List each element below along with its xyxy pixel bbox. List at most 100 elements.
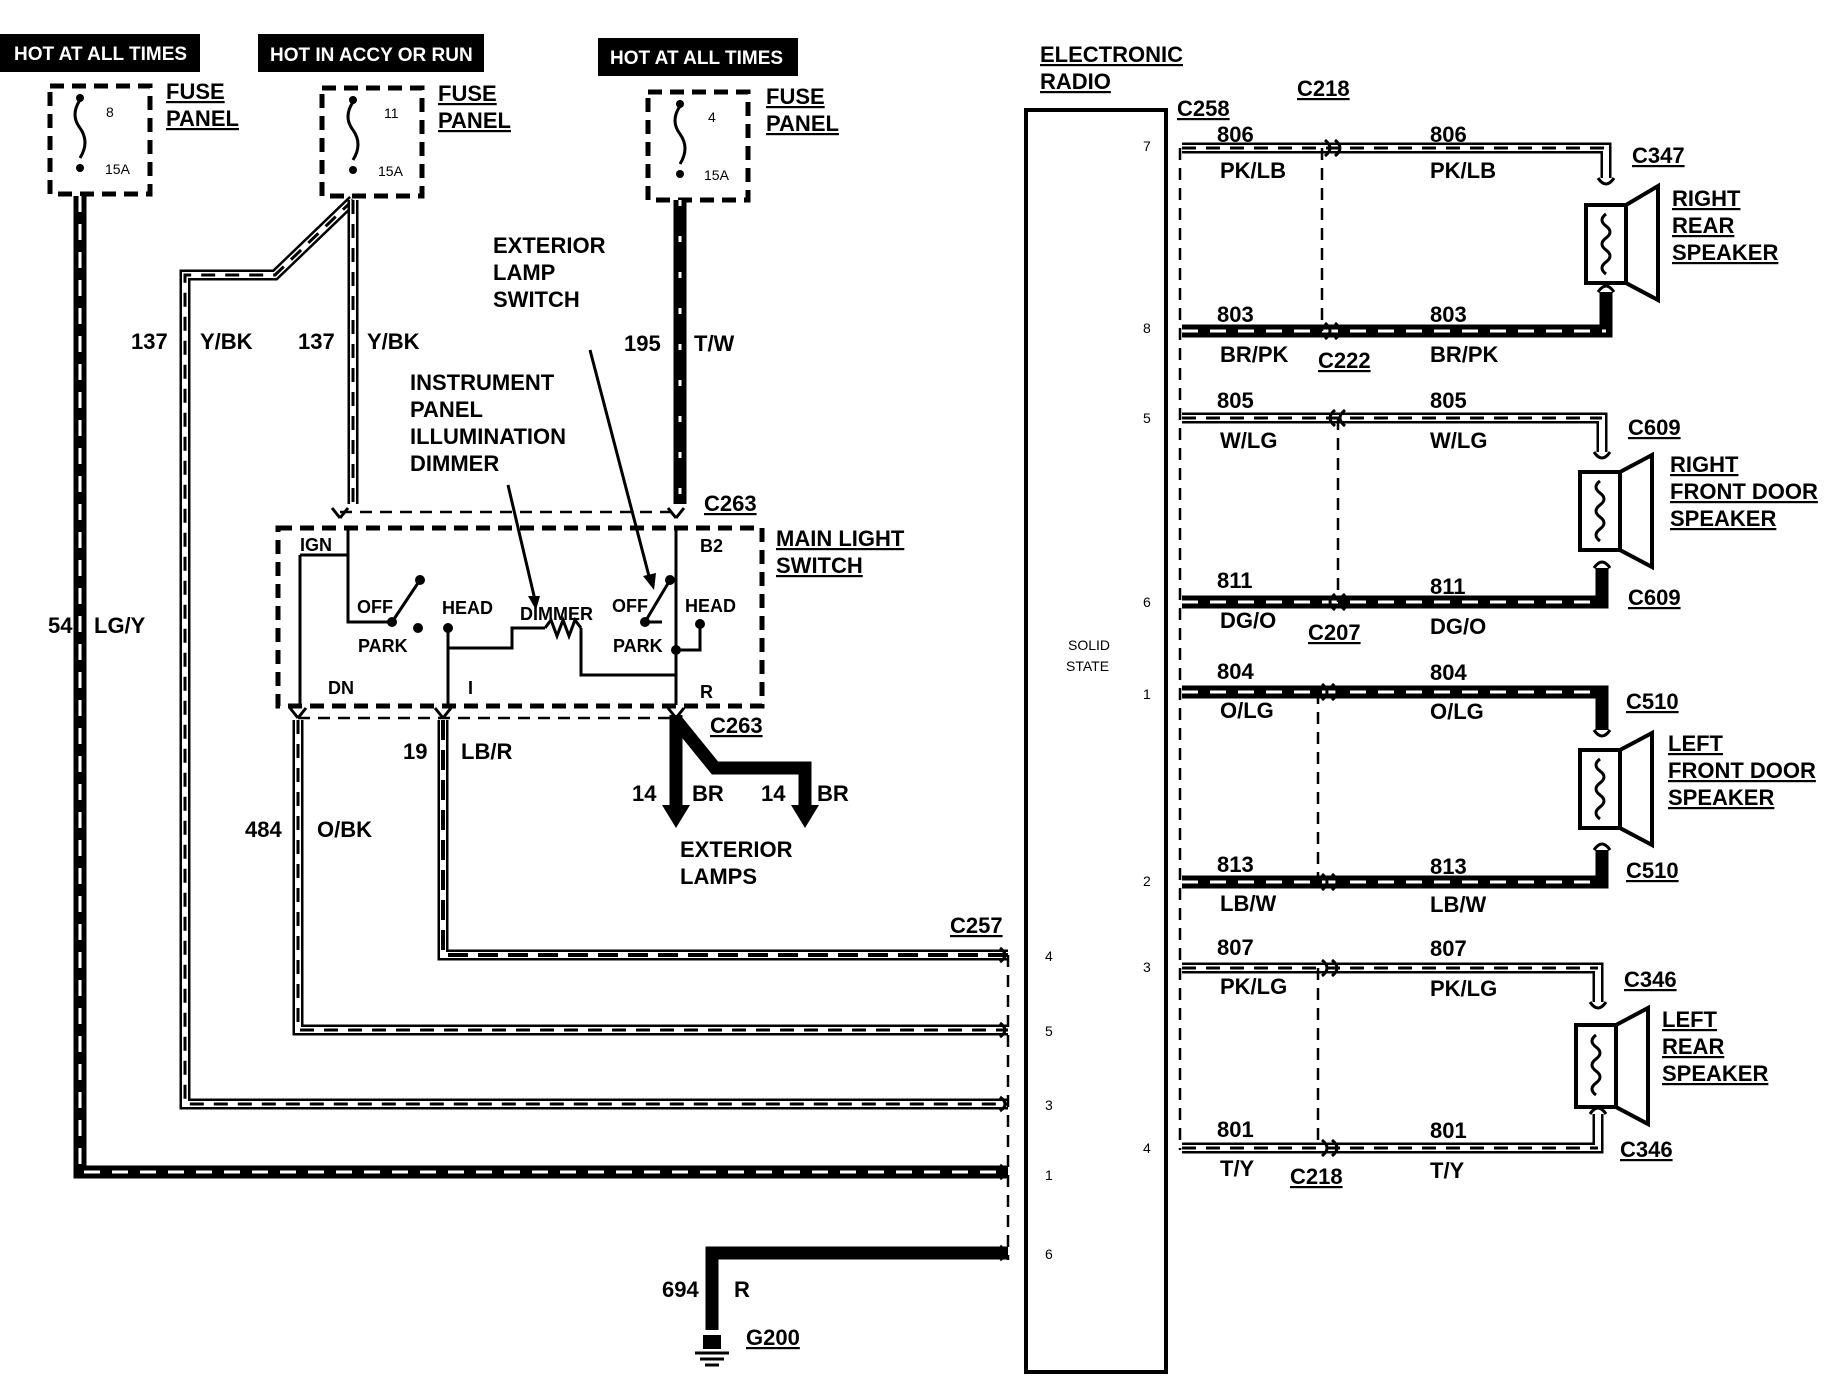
wire-484-color: O/BK <box>317 817 372 842</box>
wire-484-circuit: 484 <box>245 817 282 842</box>
radio-right-pin-1: 1 <box>1143 686 1151 702</box>
speaker-right-front-1: RIGHT <box>1670 452 1739 477</box>
c346-bottom-label: C346 <box>1620 1137 1673 1162</box>
wire-195-color: T/W <box>694 331 735 356</box>
speaker-left-rear-2: REAR <box>1662 1034 1724 1059</box>
wire-806-color-b: PK/LB <box>1430 158 1496 183</box>
wire-14b-color: BR <box>817 781 849 806</box>
header-hot-right: HOT AT ALL TIMES <box>598 38 798 76</box>
fuse-11-number: 11 <box>384 105 399 121</box>
speaker-left-rear: C346 C346 LEFT REAR SPEAKER <box>1574 967 1768 1162</box>
switch-ign: IGN <box>300 535 332 555</box>
exterior-lamp-switch-3: SWITCH <box>493 287 580 312</box>
c257-bus <box>999 946 1010 1262</box>
wire-137-left <box>179 196 1008 1110</box>
fuse-4-label-2: PANEL <box>766 111 839 136</box>
radio-left-pin-4: 4 <box>1045 948 1053 964</box>
wire-813-circuit-a: 813 <box>1217 852 1254 877</box>
fuse-11-label-2: PANEL <box>438 108 511 133</box>
radio-right-pin-6: 6 <box>1143 594 1151 610</box>
ip-dimmer-4: DIMMER <box>410 451 499 476</box>
exterior-lamps-1: EXTERIOR <box>680 837 793 862</box>
switch-i: I <box>468 678 473 698</box>
radio-right-pin-4: 4 <box>1143 1140 1151 1156</box>
fuse-8-label-1: FUSE <box>166 79 225 104</box>
g200-label: G200 <box>746 1325 800 1350</box>
wire-694-circuit: 694 <box>662 1277 699 1302</box>
switch-park-1: PARK <box>358 636 408 656</box>
fuse-8: 8 15A FUSE PANEL <box>47 79 239 197</box>
wire-807-circuit-a: 807 <box>1217 935 1254 960</box>
main-light-switch-label-2: SWITCH <box>776 553 863 578</box>
radio-left-pin-6: 6 <box>1045 1246 1053 1262</box>
radio-right-pin-5: 5 <box>1143 410 1151 426</box>
wire-813-color-a: LB/W <box>1220 891 1276 916</box>
wire-805-color-a: W/LG <box>1220 428 1277 453</box>
fuse-4: 4 15A FUSE PANEL <box>645 84 839 203</box>
wire-804-circuit-a: 804 <box>1217 659 1254 684</box>
radio-right-pin-8: 8 <box>1143 320 1151 336</box>
wire-484 <box>292 720 1008 1036</box>
wire-14-br <box>662 715 819 828</box>
main-light-switch <box>275 349 765 720</box>
speaker-right-rear-2: REAR <box>1672 213 1734 238</box>
speaker-left-rear-1: LEFT <box>1662 1007 1718 1032</box>
header-hot-accy-text: HOT IN ACCY OR RUN <box>270 45 473 66</box>
c218-bottom-label: C218 <box>1290 1164 1343 1189</box>
fuse-4-label-1: FUSE <box>766 84 825 109</box>
wire-813-circuit-b: 813 <box>1430 854 1467 879</box>
wire-14b-circuit: 14 <box>761 781 786 806</box>
wire-803-circuit-a: 803 <box>1217 302 1254 327</box>
wire-19-color: LB/R <box>461 739 512 764</box>
header-hot-left: HOT AT ALL TIMES <box>0 34 200 72</box>
switch-off-2: OFF <box>612 596 648 616</box>
header-hot-left-text: HOT AT ALL TIMES <box>14 44 187 65</box>
c346-top-label: C346 <box>1624 967 1677 992</box>
wire-14a-circuit: 14 <box>632 781 657 806</box>
wire-54 <box>73 196 1008 1179</box>
wire-54-color: LG/Y <box>94 613 146 638</box>
wire-805-color-b: W/LG <box>1430 428 1487 453</box>
radio-title-1: ELECTRONIC <box>1040 42 1183 67</box>
fuse-8-rating: 15A <box>105 161 131 177</box>
radio-left-pin-1: 1 <box>1045 1167 1053 1183</box>
ground-g200: G200 <box>695 1325 800 1367</box>
wire-137a-circuit: 137 <box>131 329 168 354</box>
switch-head-2: HEAD <box>685 596 736 616</box>
exterior-lamp-switch-2: LAMP <box>493 260 555 285</box>
wire-806-circuit-b: 806 <box>1430 122 1467 147</box>
switch-park-2: PARK <box>613 636 663 656</box>
exterior-lamp-switch-1: EXTERIOR <box>493 233 606 258</box>
ip-dimmer-3: ILLUMINATION <box>410 424 566 449</box>
speaker-left-front-door: C510 C510 LEFT FRONT DOOR SPEAKER <box>1578 689 1816 883</box>
c510-bottom-label: C510 <box>1626 858 1679 883</box>
wire-811-color-b: DG/O <box>1430 614 1486 639</box>
speaker-left-front-3: SPEAKER <box>1668 785 1774 810</box>
fuse-8-number: 8 <box>106 104 114 120</box>
fuse-4-number: 4 <box>708 109 716 125</box>
speaker-left-front-1: LEFT <box>1668 731 1724 756</box>
wire-805-circuit-a: 805 <box>1217 388 1254 413</box>
electronic-radio: ELECTRONIC RADIO SOLID STATE C258 C218 4… <box>1024 42 1350 1374</box>
wire-807-circuit-b: 807 <box>1430 936 1467 961</box>
wire-806-color-a: PK/LB <box>1220 158 1286 183</box>
c207-label: C207 <box>1308 620 1361 645</box>
wire-137b-circuit: 137 <box>298 329 335 354</box>
c257-label: C257 <box>950 913 1003 938</box>
radio-left-pin-3: 3 <box>1045 1097 1053 1113</box>
fuse-4-rating: 15A <box>704 167 730 183</box>
wire-807-color-a: PK/LG <box>1220 974 1287 999</box>
wire-54-circuit: 54 <box>48 613 73 638</box>
solid-state-2: STATE <box>1066 658 1109 674</box>
wire-19-circuit: 19 <box>403 739 427 764</box>
wire-807-color-b: PK/LG <box>1430 976 1497 1001</box>
wire-803-color-b: BR/PK <box>1430 342 1499 367</box>
radio-left-pin-5: 5 <box>1045 1023 1053 1039</box>
wire-694 <box>705 1246 1008 1330</box>
speaker-left-front-2: FRONT DOOR <box>1668 758 1816 783</box>
radio-right-pin-2: 2 <box>1143 873 1151 889</box>
speaker-right-rear-3: SPEAKER <box>1672 240 1778 265</box>
wire-137a-color: Y/BK <box>200 329 253 354</box>
wire-813-color-b: LB/W <box>1430 892 1486 917</box>
radio-right-pin-7: 7 <box>1143 138 1151 154</box>
